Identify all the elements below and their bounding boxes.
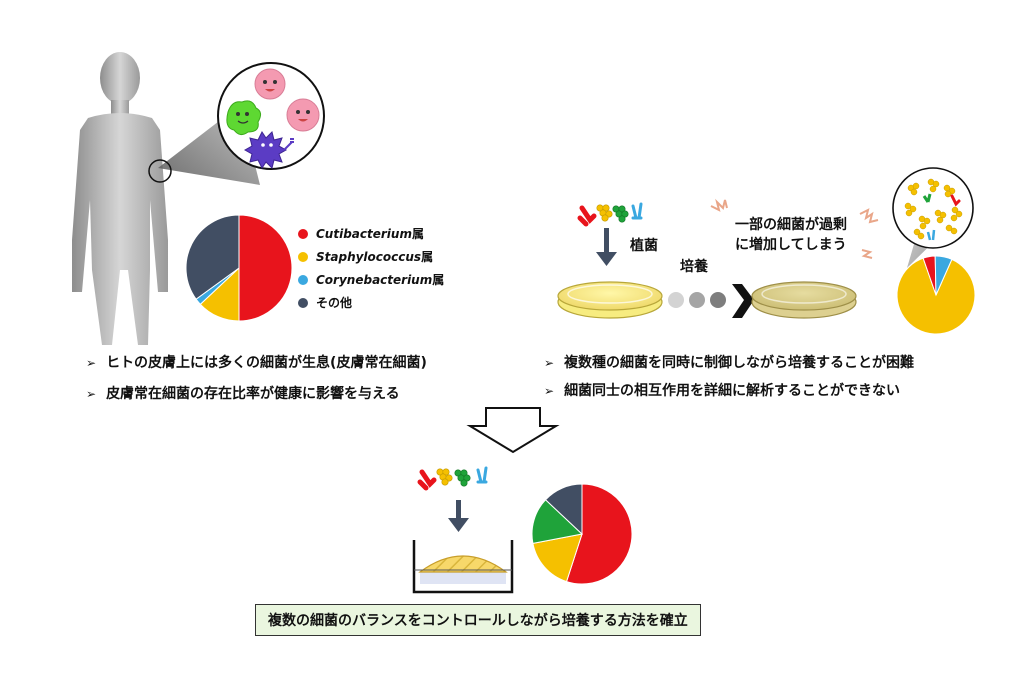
right-bullet-1: ➢ 複数種の細菌を同時に制御しながら培養することが困難 [544, 352, 914, 372]
bullet-arrow-icon: ➢ [544, 356, 555, 370]
pie-slice [532, 533, 583, 583]
legend-dot-dark [298, 297, 308, 308]
pie-slice [544, 483, 583, 536]
pie-slice [185, 214, 240, 300]
culture-device [412, 540, 514, 594]
inoculate-label: 植菌 [630, 238, 658, 254]
legend-dot-yellow [298, 251, 308, 262]
legend-item-staphylococcus: Staphylococcus 属 [298, 245, 444, 268]
chevron-right-icon [732, 284, 754, 318]
pie-slice [238, 214, 293, 322]
pie-slice [934, 255, 953, 296]
red-bacteria-icon [950, 194, 961, 207]
overgrowth-label: 一部の細菌が過剰 に増加してしまう [735, 215, 847, 255]
bottom-bacteria-cluster-icon [417, 466, 488, 491]
skin-zoom-marker [148, 159, 172, 183]
petri-dish-fresh [557, 281, 663, 319]
legend-suffix: その他 [316, 296, 353, 310]
culture-label: 培養 [680, 259, 708, 275]
legend-name: Staphylococcus [316, 249, 422, 264]
bacteria-cluster-icon [577, 202, 643, 227]
bullet-arrow-icon: ➢ [86, 356, 97, 370]
bullet-text: ヒトの皮膚上には多くの細菌が生息(皮膚常在細菌) [106, 355, 427, 371]
left-bullet-2: ➢ 皮膚常在細菌の存在比率が健康に影響を与える [86, 383, 400, 403]
pie-slice [896, 257, 976, 335]
purple-microbe-icon [243, 131, 294, 169]
overgrowth-pie [896, 255, 976, 335]
legend-dot-red [298, 228, 308, 239]
skin-composition-pie [185, 214, 293, 322]
human-silhouette [72, 52, 168, 345]
green-bacteria-icon [922, 193, 932, 203]
legend-name: Corynebacterium [316, 272, 433, 287]
overgrowth-label-line1: 一部の細菌が過剰 [735, 217, 847, 233]
pink-microbe-2-icon [286, 98, 320, 132]
legend-suffix: 属 [432, 273, 445, 287]
bullet-arrow-icon: ➢ [544, 384, 555, 398]
legend-item-corynebacterium: Corynebacterium 属 [298, 268, 444, 291]
conclusion-box: 複数の細菌のバランスをコントロールしながら培養する方法を確立 [255, 604, 701, 636]
balanced-pie [531, 483, 633, 585]
overgrowth-label-line2: に増加してしまう [735, 237, 847, 253]
bullet-text: 細菌同士の相互作用を詳細に解析することができない [564, 383, 901, 399]
bullet-text: 複数種の細菌を同時に制御しながら培養することが困難 [564, 355, 915, 371]
microbe-zoom-circle [217, 62, 325, 170]
burst-icon [710, 198, 879, 259]
legend-dot-blue [298, 274, 308, 285]
left-bullet-1: ➢ ヒトの皮膚上には多くの細菌が生息(皮膚常在細菌) [86, 352, 427, 372]
blue-bacteria-icon [926, 229, 936, 241]
legend-name: Cutibacterium [316, 226, 412, 241]
inoculate-arrow [596, 228, 617, 266]
legend-suffix: 属 [421, 250, 434, 264]
progress-dots [668, 284, 754, 318]
right-bullet-2: ➢ 細菌同士の相互作用を詳細に解析することができない [544, 380, 900, 400]
bullet-arrow-icon: ➢ [86, 387, 97, 401]
legend-suffix: 属 [411, 227, 424, 241]
overgrowth-bacteria-icon [904, 178, 963, 240]
pink-microbe-icon [254, 68, 286, 100]
pie-slice [565, 483, 633, 585]
green-microbe-icon [226, 100, 262, 136]
petri-dish-cultured [751, 281, 857, 319]
bottom-inoculate-arrow [448, 500, 469, 532]
pie-legend: Cutibacterium 属 Staphylococcus 属 Coryneb… [298, 222, 444, 314]
bullet-text: 皮膚常在細菌の存在比率が健康に影響を与える [106, 386, 400, 402]
legend-item-other: その他 [298, 291, 444, 314]
legend-item-cutibacterium: Cutibacterium 属 [298, 222, 444, 245]
big-down-arrow [466, 407, 560, 454]
